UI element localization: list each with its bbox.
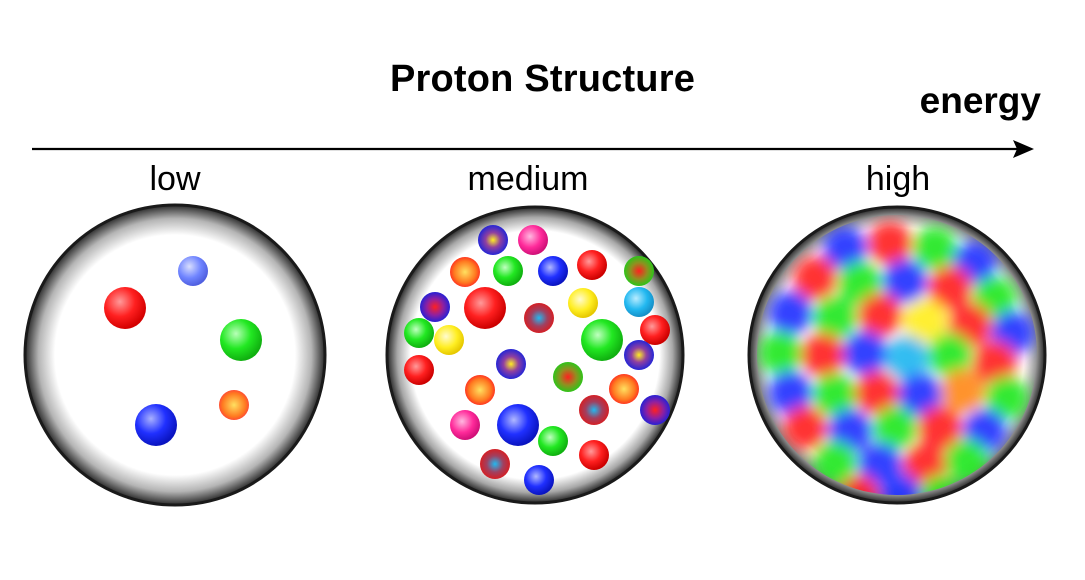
quark-periwinkle — [178, 256, 208, 286]
quark-green-red — [553, 362, 583, 392]
quark-orange — [465, 375, 495, 405]
quark-red — [577, 250, 607, 280]
stage-label-high: high — [865, 160, 931, 198]
stage-label-medium: medium — [467, 160, 589, 198]
quark-magenta — [450, 410, 480, 440]
quark-red — [640, 315, 670, 345]
quark-red-large — [464, 287, 506, 329]
quark-blue-large — [497, 404, 539, 446]
quark-green — [493, 256, 523, 286]
quark-red-cyan — [480, 449, 510, 479]
quark-blue-red — [640, 395, 670, 425]
quark-blue-yellow — [478, 225, 508, 255]
quark-blue — [538, 256, 568, 286]
stage-label-low: low — [149, 160, 201, 198]
quark-blue — [135, 404, 177, 446]
quark-orange — [609, 374, 639, 404]
quark-red-cyan — [579, 395, 609, 425]
proton-medium — [385, 205, 685, 505]
proton-low — [23, 203, 327, 507]
energy-arrow-head — [1013, 140, 1034, 158]
quark-red — [404, 355, 434, 385]
quark-green-red — [624, 256, 654, 286]
quark-green — [538, 426, 568, 456]
quark-orange — [450, 257, 480, 287]
quark-red — [104, 287, 146, 329]
quark-green-large — [581, 319, 623, 361]
quark-yellow — [568, 288, 598, 318]
proton-low-body — [23, 203, 327, 507]
quark-orange — [219, 390, 249, 420]
quark-blue-yellow — [624, 340, 654, 370]
quark-blue-yellow — [496, 349, 526, 379]
quark-blue — [524, 465, 554, 495]
diagram-title: Proton Structure — [389, 58, 696, 100]
energy-axis-label: energy — [919, 80, 1041, 121]
quark-cyan — [624, 287, 654, 317]
quark-red — [579, 440, 609, 470]
quark-blue-red — [420, 292, 450, 322]
quark-green — [404, 318, 434, 348]
proton-high — [747, 205, 1047, 505]
quark-yellow — [434, 325, 464, 355]
gluon-sea — [758, 221, 1035, 495]
quark-magenta — [518, 225, 548, 255]
quark-green — [220, 319, 262, 361]
quark-red-cyan — [524, 303, 554, 333]
